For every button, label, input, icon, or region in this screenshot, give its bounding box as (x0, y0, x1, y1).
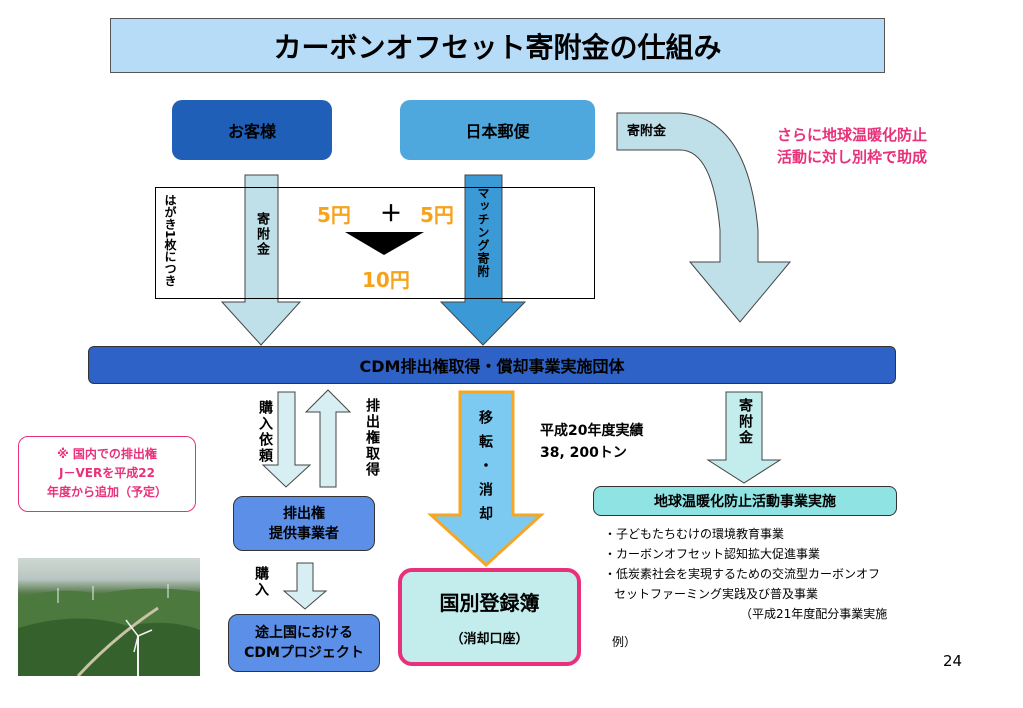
cdm-org-bar: CDM排出権取得・償却事業実施団体 (88, 346, 896, 384)
credit-acquire-arrow (304, 389, 352, 488)
five-yen-b: 5円 (420, 203, 454, 227)
results-text: 平成20年度実績 38, 200トン (540, 423, 644, 461)
purchase-label: 購入 (253, 566, 269, 598)
matching-arrow (439, 174, 527, 346)
five-yen-a: 5円 (317, 203, 351, 227)
donation-right-label: 寄附金 (737, 398, 753, 446)
donation-left-label: 寄附金 (254, 212, 269, 257)
curved-donation-arrow (616, 112, 792, 323)
matching-label: マッチング寄附 (476, 187, 490, 278)
jver-note: ※ 国内での排出権 J－VERを平成22 年度から追加（予定） (18, 436, 196, 512)
wind-turbine-illustration (18, 584, 200, 676)
wind-farm-photo (18, 558, 200, 676)
customer-box: お客様 (172, 100, 332, 160)
donation-top-label: 寄附金 (627, 124, 667, 139)
provider-box: 排出権 提供事業者 (233, 496, 375, 551)
purchase-request-label: 購入依頼 (257, 400, 273, 464)
registry-title: 国別登録簿 (439, 591, 540, 615)
registry-subtitle: （消却口座） (450, 632, 529, 647)
japan-post-box: 日本郵便 (400, 100, 595, 160)
right-donation-arrow (706, 391, 782, 484)
pink-note: さらに地球温暖化防止 活動に対し別枠で助成 (776, 126, 927, 166)
plus-sign: ＋ (380, 202, 403, 227)
sum-triangle (345, 232, 424, 255)
transfer-retire-label: 移転・消却 (477, 410, 493, 530)
page-title: カーボンオフセット寄附金の仕組み (110, 18, 885, 73)
activities-box: 地球温暖化防止活動事業実施 (593, 486, 897, 516)
page-number: 24 (943, 652, 963, 670)
purchase-request-arrow (261, 391, 312, 488)
donation-arrow (220, 174, 302, 346)
developing-box: 途上国における CDMプロジェクト (228, 614, 380, 672)
registry-box: 国別登録簿 （消却口座） (398, 568, 581, 666)
activities-list: ・子どもたちむけの環境教育事業 ・カーボンオフセット認知拡大促進事業 ・低炭素社… (604, 527, 888, 649)
transfer-arrow (427, 390, 545, 568)
purchase-arrow (282, 562, 328, 610)
ten-yen: 10円 (362, 268, 410, 292)
per-card-label: はがき1枚につき (163, 194, 177, 287)
credit-acquire-label: 排出権取得 (364, 398, 380, 478)
